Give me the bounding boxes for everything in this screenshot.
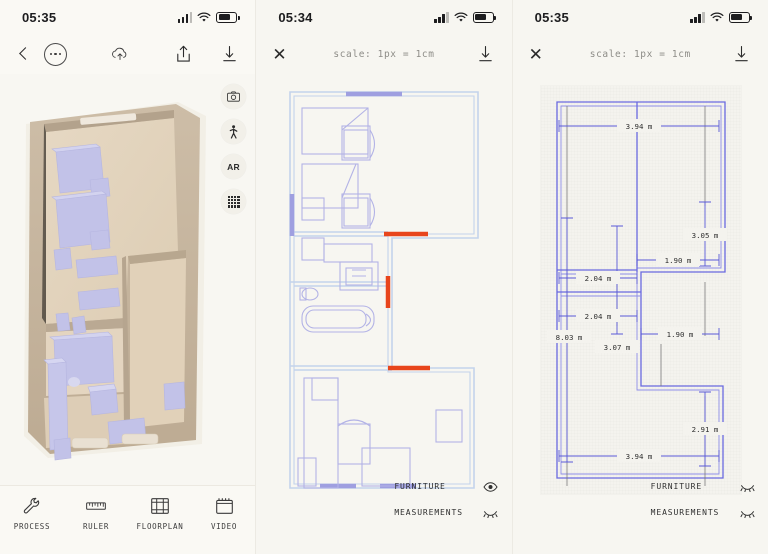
download-button[interactable] [476,44,496,64]
legend-furniture[interactable]: FURNITURE [651,481,755,492]
tab-process[interactable]: PROCESS [4,496,60,531]
wifi-icon [454,11,468,22]
measure-label: 2.04 m [584,312,611,321]
status-bar: 05:34 [256,0,511,34]
battery-icon [728,11,753,23]
tab-floorplan[interactable]: FLOORPLAN [132,496,188,531]
share-icon [177,45,190,62]
more-options-button[interactable] [44,42,67,66]
3d-scene-viewport[interactable]: AR [0,74,256,485]
scale-label: scale: 1px = 1cm [589,48,691,60]
eye-closed-icon[interactable] [740,507,755,518]
ar-tool-button[interactable]: AR [221,154,246,179]
furniture-plan-canvas[interactable] [284,86,485,494]
measure-label: 8.03 m [555,333,582,342]
legend-label: FURNITURE [394,482,446,491]
legend-measurements[interactable]: MEASUREMENTS [651,507,755,518]
wifi-icon [710,11,724,22]
status-icons [434,11,496,23]
legend-label: MEASUREMENTS [650,508,720,517]
measure-label: 3.07 m [603,343,630,352]
eye-closed-icon[interactable] [483,507,498,518]
scale-label: scale: 1px = 1cm [333,48,435,60]
bottom-tab-bar: PROCESS RULER FLOORPLAN [0,485,256,554]
tab-label: FLOORPLAN [136,522,184,531]
measurements-plan-canvas[interactable]: 3.94 m 3.05 m 1.90 m 2.04 m 8.03 m 3.07 … [540,86,741,494]
status-icons [177,11,240,23]
measure-label: 2.91 m [691,425,718,434]
signal-bars-icon [690,11,705,23]
status-bar: 05:35 [513,0,768,34]
grid-tool-button[interactable] [221,189,246,214]
tab-label: PROCESS [13,522,51,531]
measure-label: 3.94 m [625,122,652,131]
back-button[interactable] [16,46,32,62]
wrench-icon [23,497,40,513]
tab-video[interactable]: VIDEO [196,496,252,531]
tab-label: VIDEO [210,522,238,531]
download-icon [479,46,492,62]
signal-bars-icon [434,11,449,23]
legend-measurements[interactable]: MEASUREMENTS [394,507,498,518]
battery-icon [472,11,496,23]
nav-bar: ✕ scale: 1px = 1cm [256,34,511,74]
download-icon [223,46,236,62]
close-button[interactable]: ✕ [528,44,543,64]
tab-label: RULER [82,522,110,531]
legend-furniture[interactable]: FURNITURE [394,481,498,492]
nav-bar [0,34,255,74]
measure-label: 1.90 m [666,330,693,339]
more-options-icon [50,52,61,56]
floorplan-grid-icon [151,497,169,514]
download-icon [735,46,749,62]
close-button[interactable]: ✕ [272,44,287,64]
signal-bars-icon [177,11,193,23]
status-bar: 05:35 [0,0,255,34]
3d-floorplan-render[interactable] [18,92,208,462]
download-button[interactable] [732,44,752,64]
battery-icon [216,11,240,23]
cloud-upload-icon [112,47,127,60]
camera-icon [227,91,240,102]
ruler-icon [86,501,106,510]
legend-label: FURNITURE [650,482,703,491]
measure-label: 1.90 m [664,256,691,265]
eye-closed-icon[interactable] [740,481,755,492]
panel-3d-view: 05:35 [0,0,256,554]
walking-person-icon [229,124,238,139]
status-time: 05:35 [534,9,569,25]
tab-ruler[interactable]: RULER [68,496,124,531]
legend-label: MEASUREMENTS [394,508,463,517]
measurements-plan-area[interactable]: 3.94 m 3.05 m 1.90 m 2.04 m 8.03 m 3.07 … [513,74,768,554]
nav-bar: ✕ scale: 1px = 1cm [513,34,768,74]
download-button[interactable] [219,44,239,64]
walkthrough-tool-button[interactable] [221,119,246,144]
status-time: 05:35 [22,9,57,25]
furniture-plan-area[interactable]: FURNITURE MEASUREMENTS [256,74,511,554]
measure-label: 2.04 m [584,274,611,283]
measure-label: 3.94 m [625,452,652,461]
ar-text-icon: AR [227,161,240,172]
panel-measurements-plan: 05:35 ✕ scale: 1px = 1cm [511,0,768,554]
measure-label: 3.05 m [691,231,718,240]
status-icons [690,11,753,23]
grid-icon [227,195,240,208]
share-button[interactable] [173,44,193,64]
wifi-icon [197,11,211,22]
camera-tool-button[interactable] [221,84,246,109]
cloud-upload-button[interactable] [110,46,130,62]
panel-furniture-plan: 05:34 ✕ scale: 1px = 1cm [255,0,512,554]
eye-open-icon[interactable] [483,481,498,492]
status-time: 05:34 [278,9,313,25]
video-frame-icon [215,497,233,514]
scene-tool-rail: AR [221,84,246,214]
